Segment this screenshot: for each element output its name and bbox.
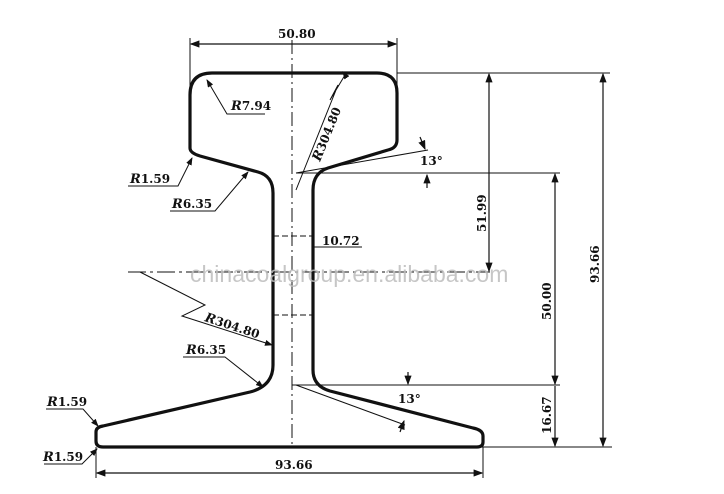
radius-leaders (44, 71, 350, 465)
radius-head-side: R304.80 (309, 105, 345, 164)
svg-text:R6.35: R6.35 (171, 197, 212, 212)
radius-foot-web-fillet: R6.35 (185, 343, 226, 358)
radius-foot-bottom-corner: R1.59 (42, 450, 83, 465)
rail-outline (94, 71, 485, 449)
svg-text:R304.80: R304.80 (309, 105, 345, 164)
svg-text:R1.59: R1.59 (42, 450, 83, 465)
dim-head-height: 51.99 (475, 194, 489, 232)
dim-base-width: 93.66 (275, 458, 313, 472)
svg-text:R7.94: R7.94 (230, 99, 271, 114)
dim-total-height: 93.66 (588, 245, 602, 283)
dim-web-to-foot: 50.00 (540, 282, 554, 320)
dim-foot-height: 16.67 (540, 396, 554, 434)
radius-web-side: R304.80 (202, 310, 262, 342)
svg-text:R1.59: R1.59 (129, 172, 170, 187)
svg-text:R304.80: R304.80 (202, 310, 262, 342)
radius-foot-top-corner: R1.59 (46, 395, 87, 410)
angle-head: 13° (420, 154, 443, 168)
radius-head-underside: R1.59 (129, 172, 170, 187)
svg-text:R6.35: R6.35 (185, 343, 226, 358)
dim-web-thickness: 10.72 (322, 234, 360, 248)
dim-head-width: 50.80 (278, 27, 316, 41)
svg-text:R1.59: R1.59 (46, 395, 87, 410)
watermark: chinacoalgroup.en.alibaba.com (190, 261, 508, 287)
radius-head-web-fillet: R6.35 (171, 197, 212, 212)
radius-head-corner: R7.94 (230, 99, 271, 114)
angle-foot: 13° (398, 392, 421, 406)
dimension-lines (95, 40, 607, 477)
extension-lines (95, 38, 612, 478)
